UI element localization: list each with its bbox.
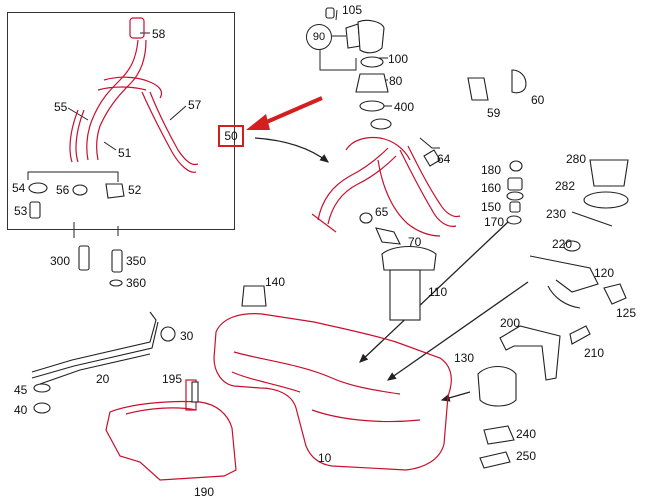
callout-80[interactable]: 80 — [389, 74, 403, 88]
callout-230[interactable]: 230 — [546, 207, 567, 221]
callout-120[interactable]: 120 — [594, 266, 615, 280]
inset-leaders — [27, 32, 187, 238]
filler-neck-part — [311, 136, 461, 237]
callout-300[interactable]: 300 — [50, 254, 71, 268]
callout-400[interactable]: 400 — [394, 100, 415, 114]
heat-shield-part — [105, 379, 237, 481]
callout-160[interactable]: 160 — [481, 181, 502, 195]
fuel-tank-part — [213, 313, 452, 471]
callout-54[interactable]: 54 — [12, 181, 26, 195]
top-small-parts — [325, 7, 527, 130]
callout-125[interactable]: 125 — [616, 306, 637, 320]
callout-105[interactable]: 105 — [342, 3, 363, 17]
breather-assembly-part — [69, 17, 199, 173]
callout-210[interactable]: 210 — [584, 346, 605, 360]
callout-53[interactable]: 53 — [14, 204, 28, 218]
callout-282[interactable]: 282 — [555, 179, 576, 193]
callout-60[interactable]: 60 — [531, 93, 545, 107]
callout-55[interactable]: 55 — [54, 100, 68, 114]
callout-190[interactable]: 190 — [194, 485, 215, 499]
callout-170[interactable]: 170 — [484, 215, 505, 229]
callout-220[interactable]: 220 — [552, 237, 573, 251]
tank-straps-part — [31, 311, 176, 414]
callout-240[interactable]: 240 — [516, 427, 537, 441]
callout-57[interactable]: 57 — [188, 98, 202, 112]
callout-45[interactable]: 45 — [14, 383, 28, 397]
small-bolts — [191, 285, 267, 403]
callout-360[interactable]: 360 — [126, 276, 147, 290]
callout-10[interactable]: 10 — [318, 451, 332, 465]
callout-130[interactable]: 130 — [454, 351, 475, 365]
callout-52[interactable]: 52 — [128, 183, 142, 197]
callout-280[interactable]: 280 — [566, 152, 587, 166]
highlight-arrow — [246, 96, 323, 130]
fuel-sender-part — [529, 255, 627, 309]
callout-70[interactable]: 70 — [408, 235, 422, 249]
callout-30[interactable]: 30 — [180, 329, 194, 343]
breather-inset-frame — [7, 12, 235, 230]
lower-right-parts — [477, 325, 591, 469]
inset-small-parts — [28, 182, 125, 287]
callout-56[interactable]: 56 — [56, 183, 70, 197]
mid-small-parts — [243, 149, 629, 321]
callout-40[interactable]: 40 — [14, 403, 28, 417]
circled-callout[interactable]: 90 — [306, 24, 332, 50]
callout-64[interactable]: 64 — [437, 152, 451, 166]
callout-65[interactable]: 65 — [375, 205, 389, 219]
callout-195[interactable]: 195 — [162, 372, 183, 386]
callout-51[interactable]: 51 — [118, 146, 132, 160]
callout-150[interactable]: 150 — [481, 200, 502, 214]
callout-350[interactable]: 350 — [126, 254, 147, 268]
callout-58[interactable]: 58 — [152, 27, 166, 41]
top-leaders — [319, 9, 440, 149]
callout-200[interactable]: 200 — [500, 316, 521, 330]
callout-110[interactable]: 110 — [428, 285, 448, 299]
callout-250[interactable]: 250 — [516, 449, 537, 463]
callout-140[interactable]: 140 — [265, 275, 286, 289]
callout-20[interactable]: 20 — [96, 372, 110, 386]
highlighted-callout[interactable]: 50 — [218, 125, 244, 147]
callout-100[interactable]: 100 — [388, 52, 409, 66]
callout-180[interactable]: 180 — [481, 163, 502, 177]
callout-59[interactable]: 59 — [487, 106, 501, 120]
